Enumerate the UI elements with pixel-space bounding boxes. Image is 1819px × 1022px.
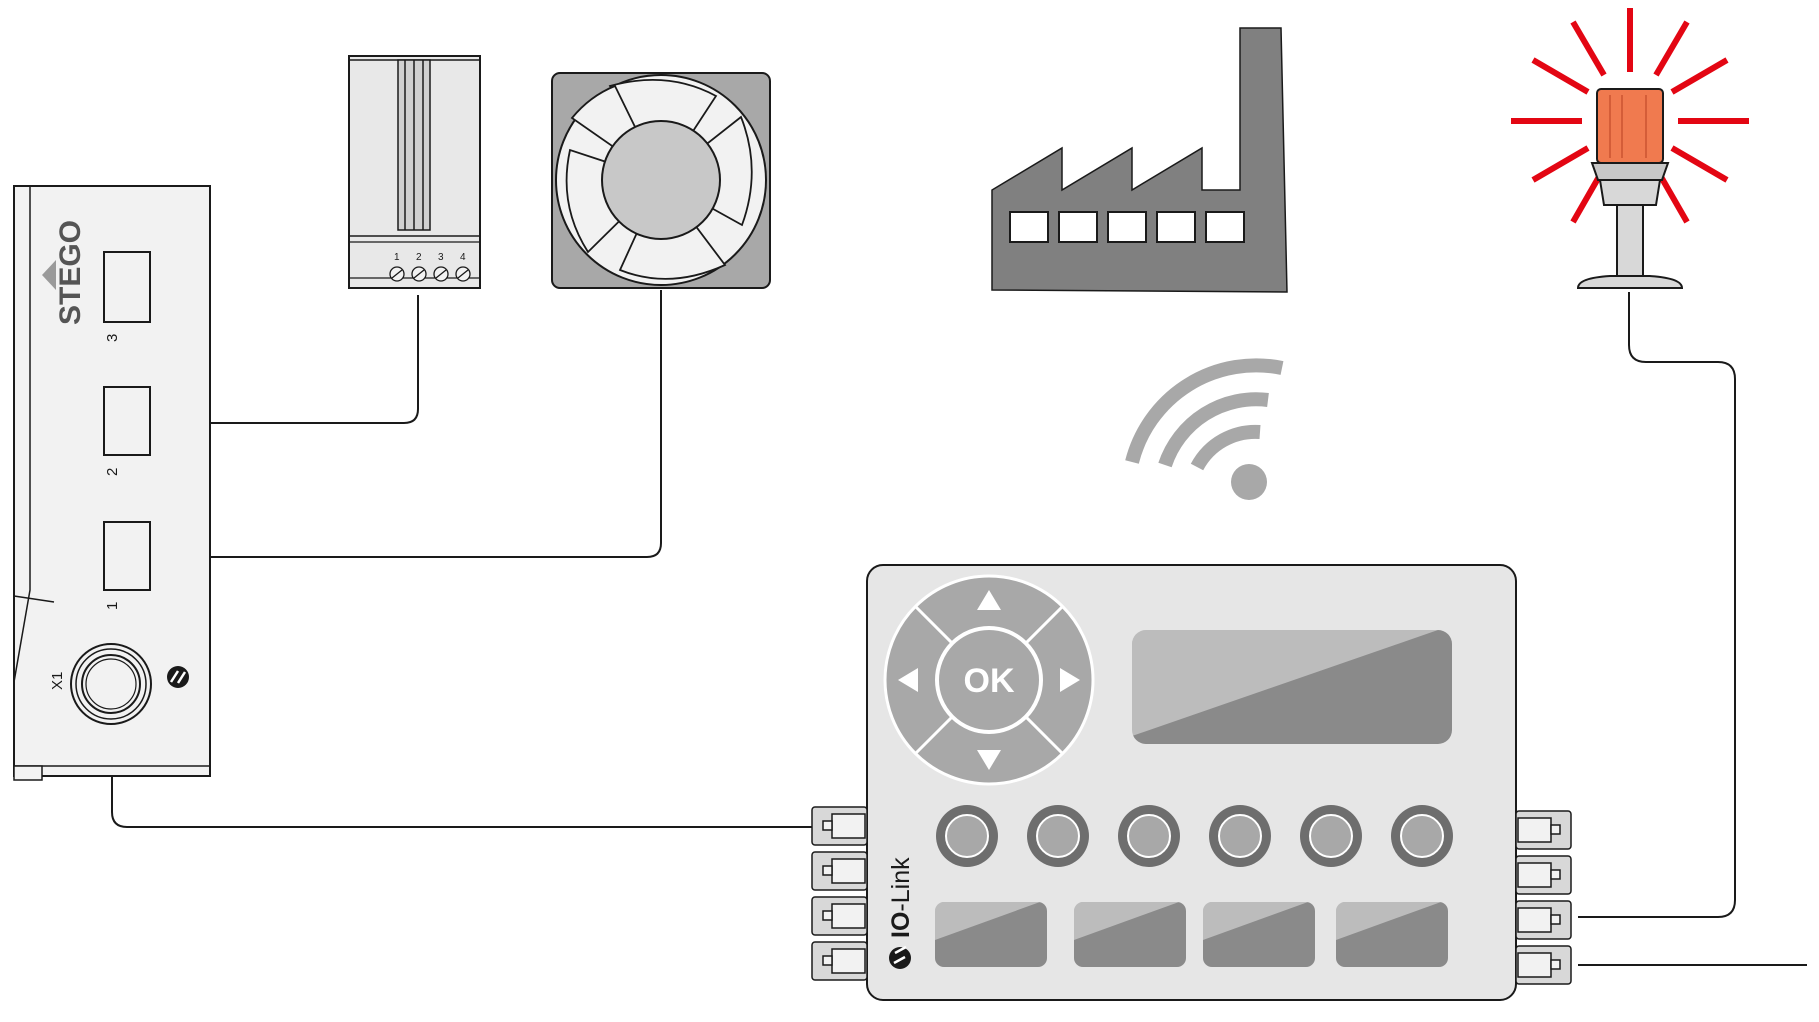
hub-small-displays bbox=[935, 902, 1448, 967]
arrow-down-icon bbox=[977, 750, 1001, 770]
io-link-label: IO-Link bbox=[887, 857, 915, 969]
wire-controller-heater bbox=[210, 295, 419, 424]
wire-controller-fan bbox=[210, 290, 662, 558]
ok-button bbox=[935, 626, 1043, 734]
arrow-left-icon bbox=[898, 668, 918, 692]
heater-terminal-4: 4 bbox=[460, 252, 466, 263]
port-1 bbox=[103, 521, 151, 591]
hub-ports-left bbox=[811, 806, 868, 981]
controller-brand: STEGO bbox=[54, 220, 87, 325]
controller-bevel-edge bbox=[13, 595, 55, 603]
port-3 bbox=[103, 251, 151, 323]
io-link-text: IO-Link bbox=[887, 857, 915, 938]
io-link-logo-icon bbox=[167, 666, 189, 688]
wire-controller-hub bbox=[111, 776, 815, 828]
arrow-up-icon bbox=[977, 590, 1001, 610]
heater-terminals bbox=[389, 266, 471, 282]
x1-connector bbox=[70, 643, 152, 725]
io-link-hub: OK bbox=[811, 564, 1572, 1001]
heater-icon: 1 2 3 4 bbox=[348, 55, 481, 289]
beacon-rays bbox=[1511, 8, 1749, 224]
warning-beacon-icon bbox=[1511, 8, 1749, 289]
connector-label: X1 bbox=[49, 672, 66, 690]
hub-ports-right bbox=[1515, 810, 1572, 985]
fan-hub bbox=[601, 120, 721, 240]
heater-terminal-2: 2 bbox=[416, 252, 422, 263]
dpad: OK bbox=[883, 574, 1095, 786]
io-link-logo-icon-hub bbox=[889, 945, 911, 969]
beacon-lamp bbox=[1596, 88, 1664, 164]
wire-beacon-hub bbox=[1578, 292, 1736, 918]
port-2 bbox=[103, 386, 151, 456]
arrow-right-icon bbox=[1060, 668, 1080, 692]
hub-display bbox=[1132, 630, 1452, 744]
io-link-rest: -Link bbox=[887, 857, 915, 912]
hub-round-buttons bbox=[936, 805, 1453, 867]
port-3-label: 3 bbox=[104, 334, 121, 342]
port-1-label: 1 bbox=[104, 602, 121, 610]
cabinet-controller: STEGO 3 2 1 X1 bbox=[13, 185, 211, 781]
heater-terminal-3: 3 bbox=[438, 252, 444, 263]
fan-icon bbox=[551, 72, 771, 289]
heater-terminal-1: 1 bbox=[394, 252, 400, 263]
ok-button-label: OK bbox=[964, 662, 1015, 700]
factory-icon bbox=[991, 27, 1288, 293]
io-link-bold: IO bbox=[887, 912, 915, 938]
stego-logo: STEGO bbox=[42, 220, 87, 325]
controller-foot bbox=[13, 765, 43, 781]
port-2-label: 2 bbox=[104, 468, 121, 476]
controller-bevel bbox=[13, 186, 31, 683]
wires bbox=[111, 290, 1807, 966]
wireless-signal-icon bbox=[1125, 358, 1284, 500]
